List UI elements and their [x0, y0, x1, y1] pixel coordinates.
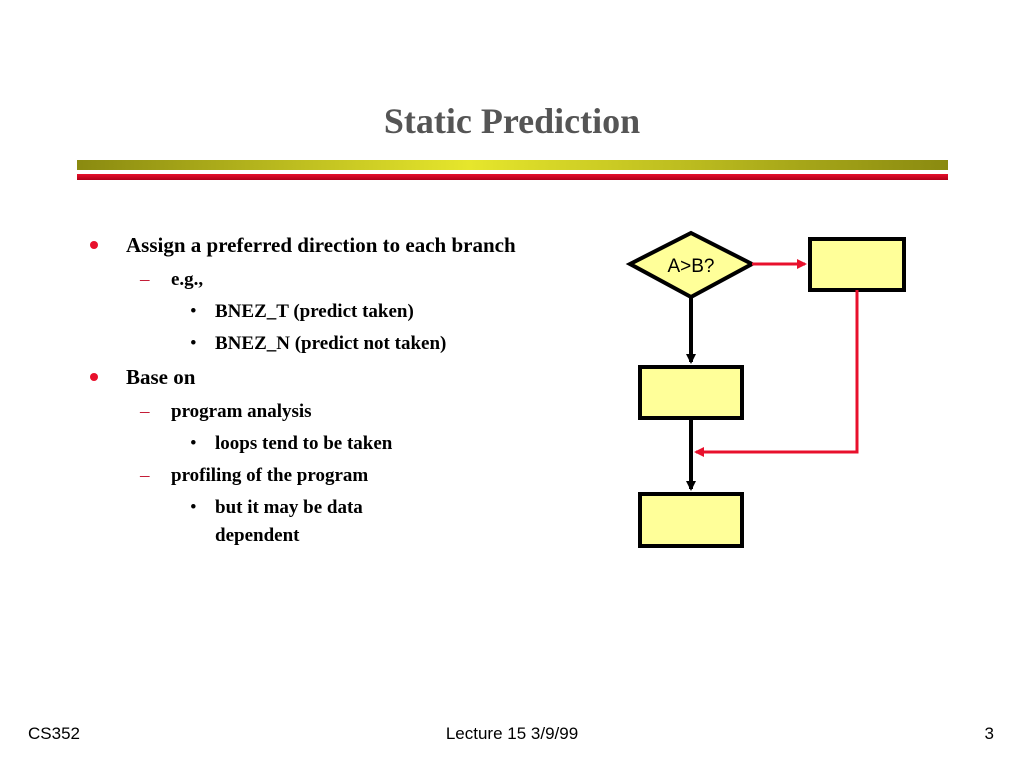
bullet-list: Assign a preferred direction to each bra…	[88, 230, 528, 554]
sub-sub-bullet-item: • BNEZ_T (predict taken)	[88, 298, 528, 326]
fallthrough-box	[638, 365, 744, 420]
dash-icon: –	[140, 401, 150, 422]
footer-page-number: 3	[984, 724, 994, 743]
sub-bullet-item: – e.g.,	[88, 266, 528, 294]
bullet-icon: •	[190, 433, 197, 454]
merge-box	[638, 492, 744, 548]
sub-sub-bullet-item: • but it may be data dependent	[88, 494, 528, 550]
bullet-item: Assign a preferred direction to each bra…	[88, 230, 528, 260]
sub-bullet-item: – profiling of the program	[88, 462, 528, 490]
title-rule-red	[77, 174, 948, 180]
bullet-dot-icon	[90, 241, 98, 249]
sub-sub-bullet-item: • BNEZ_N (predict not taken)	[88, 330, 528, 358]
bullet-dot-icon	[90, 373, 98, 381]
sub-bullet-text: e.g.,	[171, 269, 204, 290]
sub-bullet-text: program analysis	[171, 401, 312, 422]
taken-return-arrow	[694, 290, 859, 457]
condition-label: A>B?	[667, 256, 714, 277]
sub-sub-bullet-text: BNEZ_T (predict taken)	[215, 301, 414, 322]
dash-icon: –	[140, 269, 150, 290]
taken-target-box	[808, 237, 906, 292]
footer-course: CS352	[28, 724, 80, 743]
sub-sub-bullet-text: BNEZ_N (predict not taken)	[215, 333, 447, 354]
slide-title: Static Prediction	[383, 101, 641, 141]
sub-sub-bullet-text: but it may be data dependent	[215, 497, 363, 546]
bullet-item: Base on	[88, 362, 528, 392]
footer-lecture: Lecture 15 3/9/99	[445, 724, 579, 743]
bullet-icon: •	[190, 333, 197, 354]
bullet-icon: •	[190, 301, 197, 322]
bullet-icon: •	[190, 497, 197, 518]
sub-bullet-item: – program analysis	[88, 398, 528, 426]
sub-sub-bullet-text: loops tend to be taken	[215, 433, 393, 454]
title-rule-olive	[77, 160, 948, 170]
bullet-text: Base on	[126, 365, 196, 389]
dash-icon: –	[140, 465, 150, 486]
sub-sub-bullet-item: • loops tend to be taken	[88, 430, 528, 458]
sub-bullet-text: profiling of the program	[171, 465, 369, 486]
bullet-text: Assign a preferred direction to each bra…	[126, 233, 516, 257]
